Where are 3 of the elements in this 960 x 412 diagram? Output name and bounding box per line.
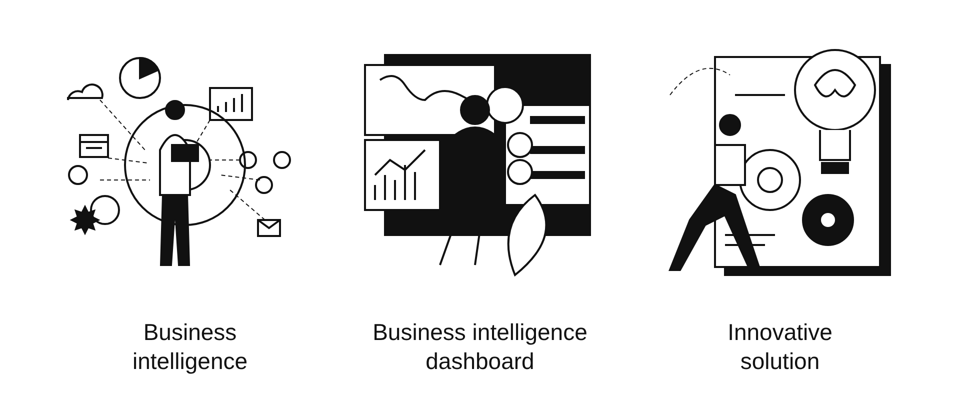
caption: Business intelligence bbox=[131, 318, 249, 376]
caption: Innovative solution bbox=[726, 318, 834, 376]
caption: Business intelligence dashboard bbox=[372, 318, 588, 376]
